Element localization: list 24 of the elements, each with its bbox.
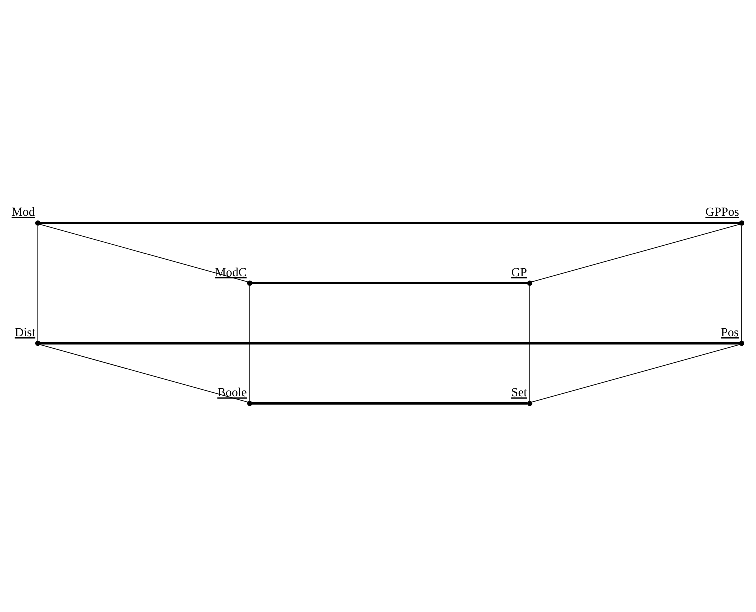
node-label: GPPos [706, 204, 740, 219]
node-circle [739, 340, 745, 346]
node-label: Dist [14, 325, 36, 340]
node-label: Set [512, 385, 528, 400]
node-label: Pos [721, 325, 739, 340]
node-circle [739, 220, 745, 226]
node-circle [247, 280, 253, 286]
connector [531, 344, 740, 402]
connector [40, 224, 248, 282]
node-circle [35, 220, 41, 226]
connector [40, 222, 740, 224]
connector [40, 342, 740, 344]
connector [40, 344, 248, 402]
node-circle [35, 340, 41, 346]
node-label: Mod [12, 204, 36, 219]
node-circle [247, 400, 253, 406]
node-label: Boole [218, 385, 248, 400]
node-circle [527, 280, 533, 286]
node-label: GP [512, 264, 528, 279]
connector [531, 224, 740, 282]
node-circle [527, 400, 533, 406]
connector [252, 282, 528, 284]
connector [252, 402, 528, 404]
node-label: ModC [215, 264, 247, 279]
